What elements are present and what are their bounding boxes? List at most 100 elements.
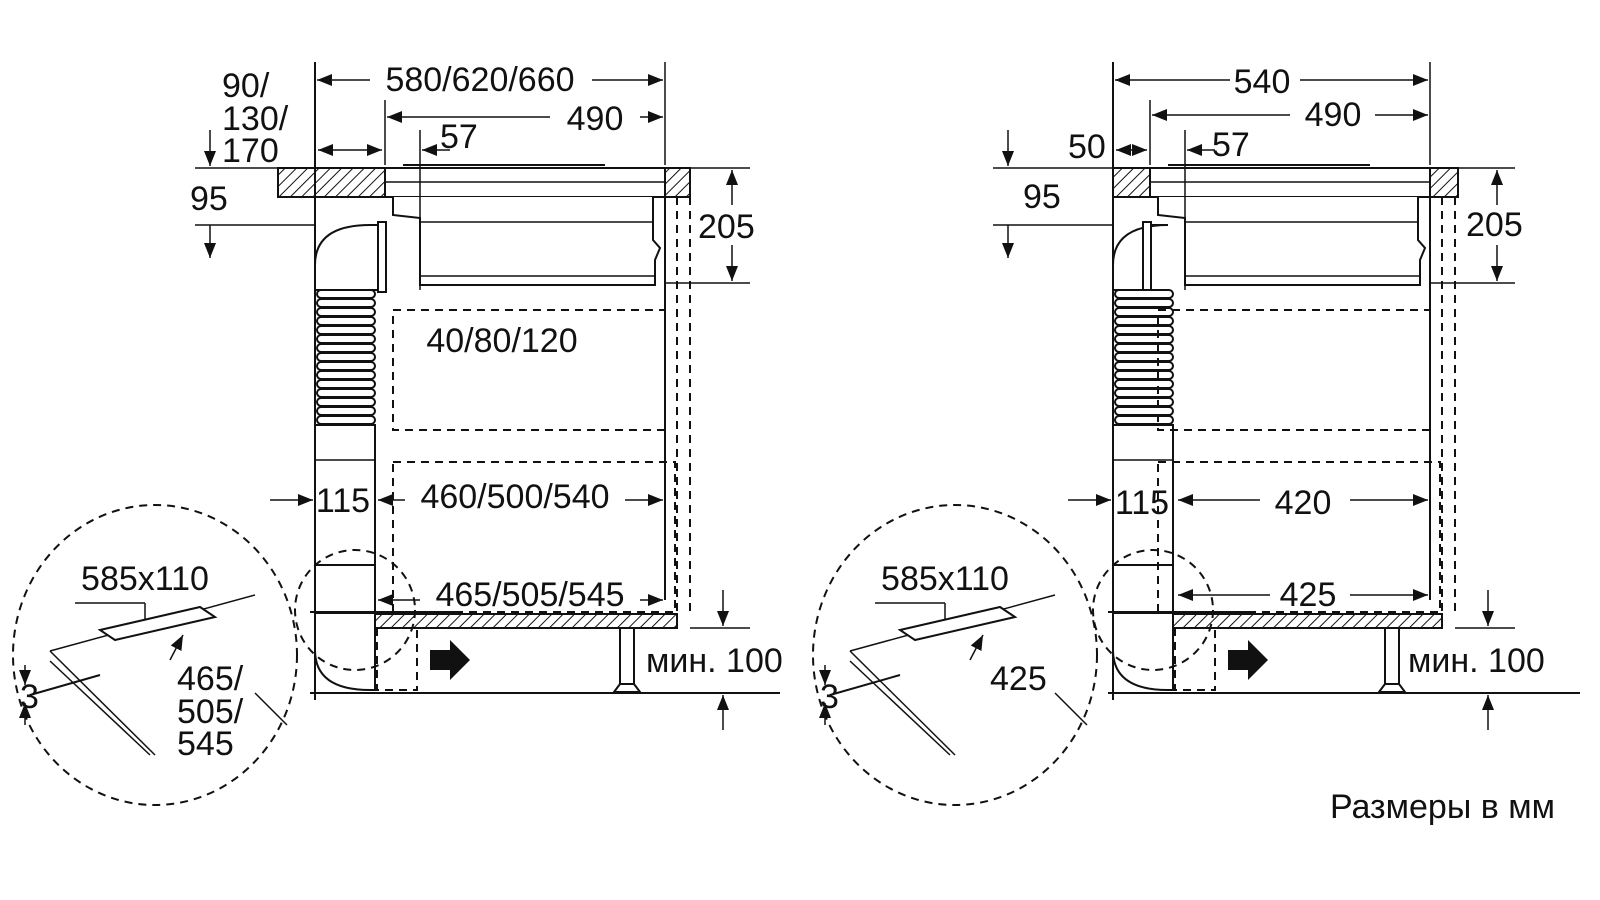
slot-bracket bbox=[97, 605, 218, 642]
flex-duct-rib bbox=[1114, 388, 1174, 398]
flex-duct-rib bbox=[1114, 352, 1174, 362]
base-plate bbox=[829, 674, 901, 696]
plinth-outline bbox=[1174, 627, 1216, 691]
flex-duct-rib bbox=[1114, 370, 1174, 380]
flex-duct-rib bbox=[316, 406, 376, 416]
cabinet-outline bbox=[1157, 461, 1441, 613]
worktop-edge bbox=[849, 650, 956, 756]
depth-dim: 95 bbox=[190, 180, 228, 218]
detail-length-dim-2: 505/ bbox=[177, 693, 244, 731]
plinth-dim: 465/505/545 bbox=[435, 576, 624, 614]
detail-slot-dim: 585x110 bbox=[881, 560, 1009, 598]
plinth-outline bbox=[376, 627, 418, 691]
detail-thickness-dim: 3 bbox=[20, 678, 39, 716]
duct-elbow bbox=[314, 224, 381, 291]
flex-duct-rib bbox=[1114, 298, 1174, 308]
units-note: Размеры в мм bbox=[1330, 788, 1555, 826]
flex-duct-rib bbox=[316, 334, 376, 344]
detail-marker-circle bbox=[1092, 549, 1214, 671]
base-plate bbox=[29, 674, 101, 696]
floor-gap: мин. 100 bbox=[646, 642, 783, 680]
base-board bbox=[1172, 613, 1443, 629]
flex-duct-rib bbox=[316, 298, 376, 308]
detail-length-dim-3: 545 bbox=[177, 725, 234, 763]
duct-pipe bbox=[314, 424, 376, 566]
drawer-outline bbox=[1157, 309, 1431, 431]
leg-foot bbox=[1377, 683, 1407, 693]
flex-duct-rib bbox=[316, 325, 376, 335]
flex-duct-rib bbox=[316, 307, 376, 317]
offset-dim-1: 90/ bbox=[222, 67, 270, 105]
detail-circle bbox=[12, 504, 298, 806]
flex-duct-rib bbox=[316, 361, 376, 371]
flex-duct-rib bbox=[316, 352, 376, 362]
flex-duct-rib bbox=[1114, 397, 1174, 407]
left-labels: 90/ 130/ 170 580/620/660 490 57 95 205 4… bbox=[20, 61, 783, 763]
slot-bracket bbox=[897, 605, 1018, 642]
flex-duct-rib bbox=[316, 379, 376, 389]
edge-dim: 57 bbox=[440, 118, 478, 156]
airflow-arrow-icon bbox=[430, 640, 470, 680]
cabinet-leg bbox=[1384, 627, 1400, 687]
leg-foot bbox=[612, 683, 642, 693]
flex-duct-rib bbox=[1114, 325, 1174, 335]
flex-duct-rib bbox=[316, 388, 376, 398]
cutout-dim: 490 bbox=[567, 100, 624, 138]
flex-duct-rib bbox=[316, 415, 376, 425]
duct-pipe bbox=[1112, 424, 1174, 566]
right-labels: 540 50 490 57 95 205 115 420 425 мин. 10… bbox=[820, 63, 1555, 826]
flex-duct-rib bbox=[1114, 406, 1174, 416]
duct-dim: 115 bbox=[1115, 484, 1169, 522]
offset-dim-2: 130/ bbox=[222, 100, 289, 138]
worktop-edge bbox=[49, 660, 151, 756]
lower-elbow bbox=[314, 625, 376, 691]
cutout-dim: 490 bbox=[1305, 96, 1362, 134]
edge-dim: 57 bbox=[1212, 126, 1250, 164]
height-dim: 205 bbox=[698, 208, 755, 246]
flex-duct-rib bbox=[1114, 415, 1174, 425]
flex-duct-rib bbox=[316, 289, 376, 299]
extractor-body bbox=[392, 197, 662, 286]
plinth-dim: 425 bbox=[1280, 576, 1337, 614]
drawer-dim: 40/80/120 bbox=[426, 322, 577, 360]
flex-duct-rib bbox=[316, 370, 376, 380]
dimension-arrow bbox=[169, 634, 184, 661]
floor-gap: мин. 100 bbox=[1408, 642, 1545, 680]
flex-duct-rib bbox=[1114, 289, 1174, 299]
offset-dim-3: 170 bbox=[222, 132, 279, 170]
dimension-arrow bbox=[969, 634, 984, 661]
duct-elbow bbox=[1112, 224, 1169, 291]
detail-length-dim-1: 465/ bbox=[177, 660, 244, 698]
flex-duct-rib bbox=[1114, 379, 1174, 389]
detail-marker-circle bbox=[294, 549, 416, 671]
left-installation-drawing bbox=[12, 62, 780, 806]
flex-duct-rib bbox=[316, 316, 376, 326]
duct-dim: 115 bbox=[316, 482, 370, 520]
cabinet-dim: 420 bbox=[1275, 484, 1332, 522]
flex-duct-rib bbox=[316, 343, 376, 353]
extractor-body bbox=[1157, 197, 1427, 286]
detail-length-dim: 425 bbox=[990, 660, 1047, 698]
flex-duct-rib bbox=[316, 397, 376, 407]
width-dim: 580/620/660 bbox=[385, 61, 574, 99]
detail-slot-dim: 585x110 bbox=[81, 560, 209, 598]
elbow-collar bbox=[1142, 221, 1152, 293]
depth-dim: 95 bbox=[1023, 178, 1061, 216]
leader-line bbox=[254, 692, 288, 726]
worktop-edge bbox=[849, 660, 951, 756]
duct-transition bbox=[314, 564, 376, 614]
flex-duct-rib bbox=[1114, 334, 1174, 344]
leader-line bbox=[1054, 692, 1088, 726]
detail-thickness-dim: 3 bbox=[820, 678, 839, 716]
lower-elbow bbox=[1112, 625, 1174, 691]
detail-circle bbox=[812, 504, 1098, 806]
worktop-left bbox=[1112, 167, 1151, 198]
base-board bbox=[374, 613, 678, 629]
width-dim: 540 bbox=[1234, 63, 1291, 101]
worktop-edge bbox=[49, 650, 156, 756]
worktop-left bbox=[277, 167, 386, 198]
cabinet-leg bbox=[619, 627, 635, 687]
flex-duct-rib bbox=[1114, 316, 1174, 326]
